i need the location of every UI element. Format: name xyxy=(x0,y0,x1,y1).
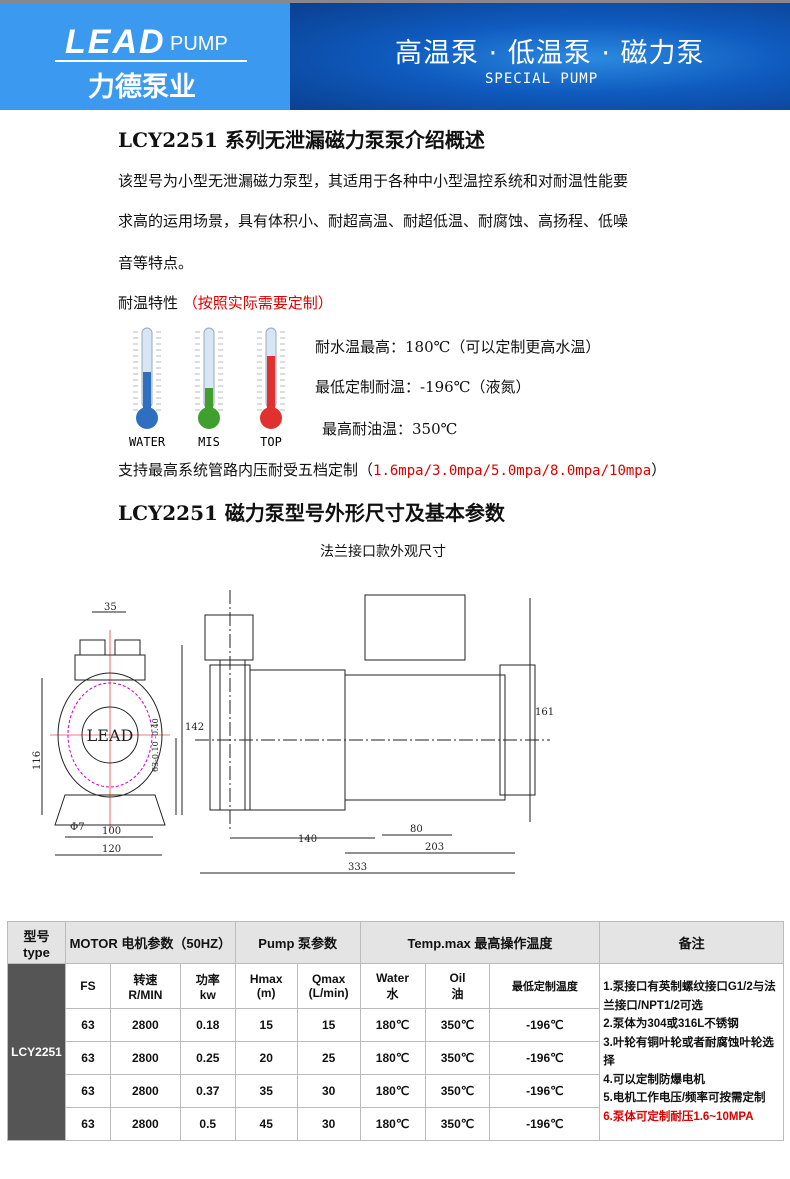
sub-hmax: Hmax (m) xyxy=(234,963,298,1009)
table-cell: 0.25 xyxy=(179,1041,236,1075)
front-view xyxy=(41,611,183,856)
model-cell: LCY2251 xyxy=(7,963,66,1141)
th-pump: Pump 泵参数 xyxy=(234,921,361,964)
dim-phi7: Φ7 xyxy=(70,822,85,833)
thermometers: WATER MIS TOP xyxy=(129,327,285,449)
table-cell: -196℃ xyxy=(489,1107,601,1141)
dims-title: LCY2251 磁力泵型号外形尺寸及基本参数 xyxy=(118,501,505,525)
th-notes: 备注 xyxy=(599,921,784,964)
dim-142: 142 xyxy=(185,722,204,733)
th-model: 型号 type xyxy=(7,921,66,964)
temp-heading: 耐温特性 （按照实际需要定制） xyxy=(118,294,333,312)
thermometer-top: TOP xyxy=(257,327,285,449)
dim-80: 80 xyxy=(410,824,423,835)
table-cell: 2800 xyxy=(109,1041,181,1075)
thermometer-water: WATER xyxy=(129,327,166,449)
table-cell: 350℃ xyxy=(424,1008,491,1042)
thermometer-label: TOP xyxy=(260,435,282,449)
table-cell: 45 xyxy=(234,1107,298,1141)
table-cell: 2800 xyxy=(109,1107,181,1141)
drawing-logo: LEAD xyxy=(87,726,134,745)
header-banner: LEAD PUMP 力德泵业 高温泵 · 低温泵 · 磁力泵 SPECIAL P… xyxy=(0,0,790,110)
dim-140: 140 xyxy=(298,834,317,845)
dims-subtitle: 法兰接口款外观尺寸 xyxy=(320,544,446,560)
logo-company: 力德泵业 xyxy=(88,72,196,103)
sub-min-temp: 最低定制温度 xyxy=(489,963,601,1009)
dim-116: 116 xyxy=(32,751,43,770)
th-temp: Temp.max 最高操作温度 xyxy=(359,921,601,964)
sub-oil: Oil 油 xyxy=(424,963,491,1009)
table-cell: 180℃ xyxy=(359,1074,426,1108)
table-cell: 15 xyxy=(296,1008,361,1042)
dim-35: 35 xyxy=(104,602,117,613)
sub-speed: 转速 R/MIN xyxy=(109,963,181,1009)
table-cell: 63 xyxy=(64,1074,111,1108)
spec-low: 最低定制耐温：-196℃（液氮） xyxy=(315,378,531,396)
table-cell: 35 xyxy=(234,1074,298,1108)
dim-100: 100 xyxy=(102,826,121,837)
dim-63: 63-0.10 -0.40 xyxy=(151,718,160,772)
table-cell: 2800 xyxy=(109,1074,181,1108)
note: 4.可以定制防爆电机 xyxy=(603,1073,705,1086)
table-cell: 63 xyxy=(64,1041,111,1075)
sub-water: Water 水 xyxy=(359,963,426,1009)
dim-203: 203 xyxy=(425,842,444,853)
dim-120: 120 xyxy=(102,844,121,855)
table-cell: 30 xyxy=(296,1074,361,1108)
thermometer-mis: MIS xyxy=(195,327,223,449)
sub-fs: FS xyxy=(64,963,111,1009)
table-cell: 180℃ xyxy=(359,1041,426,1075)
note: 3.叶轮有铜叶轮或者耐腐蚀叶轮选择 xyxy=(603,1036,774,1068)
table-cell: -196℃ xyxy=(489,1008,601,1042)
intro-line: 求高的运用场景，具有体积小、耐超高温、耐超低温、耐腐蚀、高扬程、低噪 xyxy=(118,212,629,230)
table-cell: 0.18 xyxy=(179,1008,236,1042)
banner-title: 高温泵 · 低温泵 · 磁力泵 xyxy=(395,38,705,69)
table-cell: 0.37 xyxy=(179,1074,236,1108)
table-cell: 0.5 xyxy=(179,1107,236,1141)
thermometer-label: MIS xyxy=(198,435,220,449)
note: 2.泵体为304或316L不锈钢 xyxy=(603,1018,739,1030)
table-cell: 15 xyxy=(234,1008,298,1042)
dimension-drawing: LEAD 35 116 142 63-0.10 -0.40 Φ7 100 120… xyxy=(32,590,554,874)
table-cell: 180℃ xyxy=(359,1107,426,1141)
spec-table: 型号 type MOTOR 电机参数（50HZ） Pump 泵参数 Temp.m… xyxy=(7,921,784,1141)
table-cell: 350℃ xyxy=(424,1074,491,1108)
dim-161: 161 xyxy=(535,707,554,718)
table-cell: 63 xyxy=(64,1008,111,1042)
sub-qmax: Qmax (L/min) xyxy=(296,963,361,1009)
logo-divider xyxy=(55,60,247,62)
table-cell: 30 xyxy=(296,1107,361,1141)
dim-333: 333 xyxy=(348,862,367,873)
thermometer-label: WATER xyxy=(129,435,166,449)
table-cell: 350℃ xyxy=(424,1107,491,1141)
table-cell: -196℃ xyxy=(489,1074,601,1108)
table-cell: 350℃ xyxy=(424,1041,491,1075)
logo: LEAD xyxy=(65,23,166,61)
table-cell: 180℃ xyxy=(359,1008,426,1042)
note-highlight: 6.泵体可定制耐压1.6~10MPA xyxy=(603,1110,754,1123)
table-cell: 25 xyxy=(296,1041,361,1075)
intro-title: LCY2251 系列无泄漏磁力泵泵介绍概述 xyxy=(118,128,485,152)
th-motor: MOTOR 电机参数（50HZ） xyxy=(64,921,236,964)
sub-power: 功率 kw xyxy=(179,963,236,1009)
table-cell: 63 xyxy=(64,1107,111,1141)
table-cell: 20 xyxy=(234,1041,298,1075)
logo-pump: PUMP xyxy=(170,33,228,55)
banner-subtitle: SPECIAL PUMP xyxy=(485,71,599,87)
spec-oil: 最高耐油温：350℃ xyxy=(322,420,458,438)
spec-water: 耐水温最高：180℃（可以定制更高水温） xyxy=(315,338,601,356)
pressure-spec: 支持最高系统管路内压耐受五档定制（1.6mpa/3.0mpa/5.0mpa/8.… xyxy=(118,461,667,479)
note: 1.泵接口有英制螺纹接口G1/2与法兰接口/NPT1/2可选 xyxy=(603,981,776,1012)
note: 5.电机工作电压/频率可按需定制 xyxy=(603,1092,766,1104)
notes-cell: 1.泵接口有英制螺纹接口G1/2与法兰接口/NPT1/2可选 2.泵体为304或… xyxy=(599,963,784,1141)
intro-line: 音等特点。 xyxy=(118,254,194,272)
table-cell: -196℃ xyxy=(489,1041,601,1075)
side-view xyxy=(195,590,550,874)
table-cell: 2800 xyxy=(109,1008,181,1042)
intro-line: 该型号为小型无泄漏磁力泵型，其适用于各种中小型温控系统和对耐温性能要 xyxy=(118,172,629,190)
